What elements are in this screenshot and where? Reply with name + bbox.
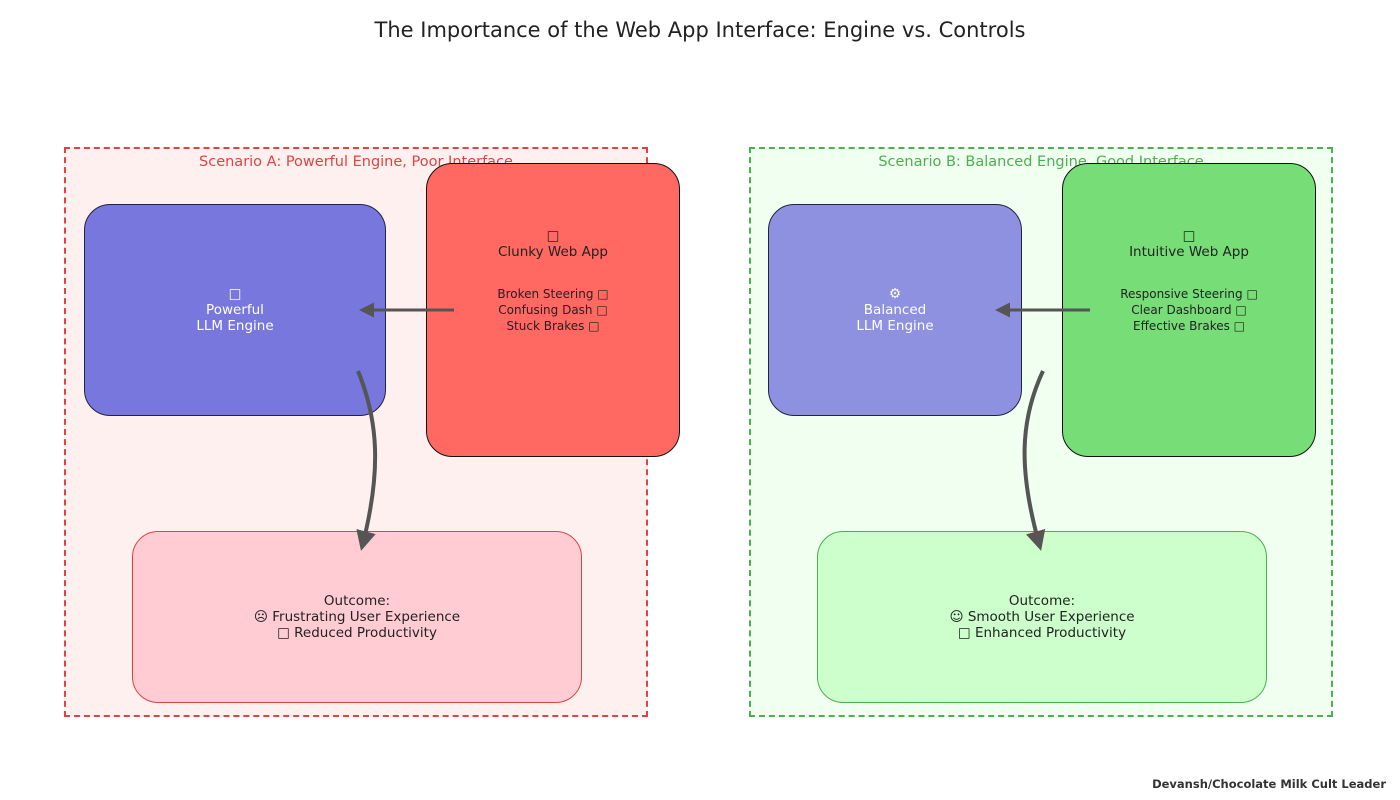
webapp-name: Clunky Web App xyxy=(497,244,608,260)
scenario-a-title: Scenario A: Powerful Engine, Poor Interf… xyxy=(199,154,513,170)
diagram-title: The Importance of the Web App Interface:… xyxy=(374,18,1026,42)
webapp-icon: □ xyxy=(546,228,560,244)
webapp-features: Responsive Steering □ Clear Dashboard □ … xyxy=(1120,286,1258,334)
scenario-a-outcome-box: Outcome: ☹ Frustrating User Experience □… xyxy=(132,531,582,703)
outcome-productivity: □ Enhanced Productivity xyxy=(957,625,1127,641)
scenario-a-webapp-box: □ Clunky Web App Broken Steering □ Confu… xyxy=(426,163,680,457)
webapp-name: Intuitive Web App xyxy=(1129,244,1249,260)
feature-item: Broken Steering □ xyxy=(497,287,609,301)
credit-label: Devansh/Chocolate Milk Cult Leader xyxy=(1152,777,1386,791)
feature-item: Effective Brakes □ xyxy=(1133,319,1245,333)
gear-icon: ⚙ xyxy=(888,286,902,302)
engine-label-line1: Balanced xyxy=(863,302,927,318)
engine-label-line2: LLM Engine xyxy=(196,318,274,334)
outcome-experience: ☹ Frustrating User Experience xyxy=(253,609,461,625)
scenario-b-engine-box: ⚙ Balanced LLM Engine xyxy=(768,204,1022,416)
webapp-icon: □ xyxy=(1182,228,1196,244)
outcome-label: Outcome: xyxy=(323,593,391,609)
feature-item: Confusing Dash □ xyxy=(498,303,608,317)
scenario-b-webapp-box: □ Intuitive Web App Responsive Steering … xyxy=(1062,163,1316,457)
scenario-a-engine-box: □ Powerful LLM Engine xyxy=(84,204,386,416)
engine-icon: □ xyxy=(228,286,242,302)
feature-item: Responsive Steering □ xyxy=(1120,287,1258,301)
outcome-label: Outcome: xyxy=(1008,593,1076,609)
feature-item: Clear Dashboard □ xyxy=(1131,303,1247,317)
outcome-productivity: □ Reduced Productivity xyxy=(277,625,437,641)
engine-label-line2: LLM Engine xyxy=(856,318,934,334)
scenario-b-outcome-box: Outcome: ☺ Smooth User Experience □ Enha… xyxy=(817,531,1267,703)
outcome-experience: ☺ Smooth User Experience xyxy=(949,609,1135,625)
webapp-features: Broken Steering □ Confusing Dash □ Stuck… xyxy=(497,286,608,334)
feature-item: Stuck Brakes □ xyxy=(506,319,600,333)
engine-label-line1: Powerful xyxy=(206,302,264,318)
